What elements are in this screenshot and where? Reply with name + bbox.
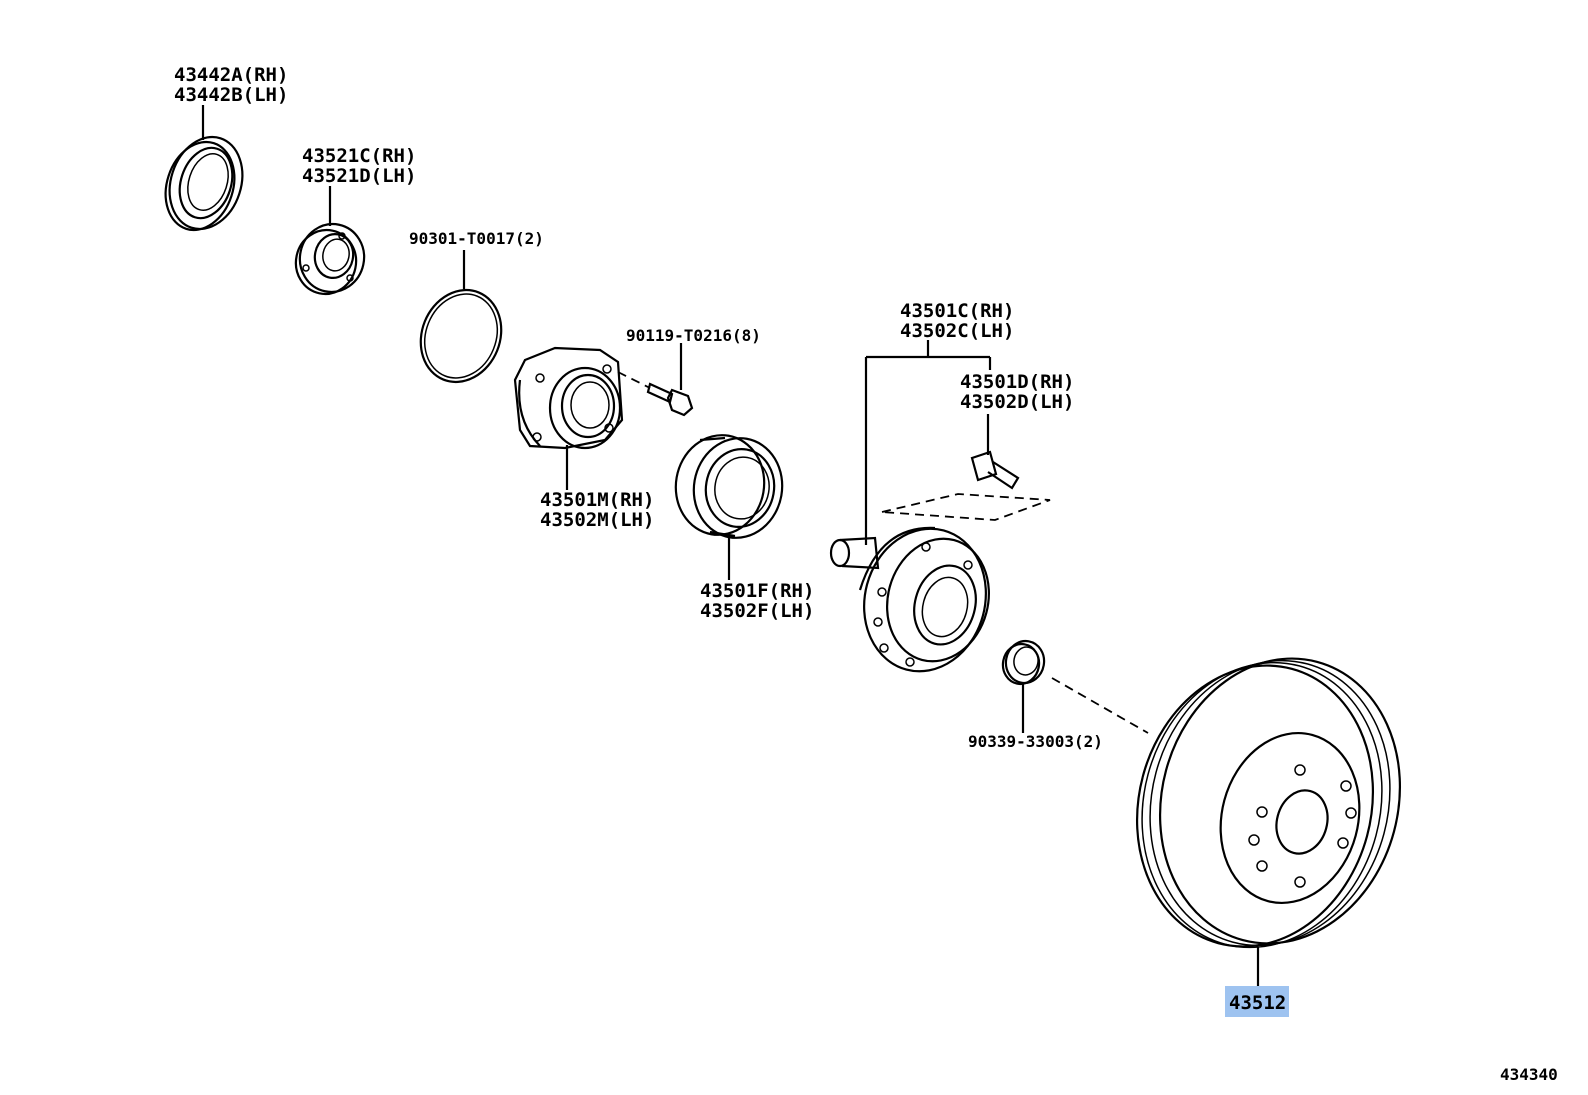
figure-number: 434340 xyxy=(1500,1065,1558,1084)
stud-drawing xyxy=(881,450,1051,521)
nut-label[interactable]: 90339-33003(2) xyxy=(968,732,1103,751)
disc-label-highlight xyxy=(1225,986,1289,1017)
bearing-drawing xyxy=(674,434,784,539)
disc-drawing xyxy=(1135,657,1402,949)
hub-label-rh[interactable]: 43501C(RH) xyxy=(900,300,1014,322)
bearing-label-lh[interactable]: 43502F(LH) xyxy=(700,600,814,622)
oring-drawing xyxy=(419,288,503,384)
seal-drawing xyxy=(164,135,244,232)
bearing-housing-label-lh[interactable]: 43502M(LH) xyxy=(540,509,654,531)
cup-drawing xyxy=(294,222,366,296)
disc-label[interactable]: 43512 xyxy=(1229,992,1286,1014)
stud-label-lh[interactable]: 43502D(LH) xyxy=(960,391,1074,413)
hub-drawing xyxy=(829,526,990,673)
cup-label-lh[interactable]: 43521D(LH) xyxy=(302,165,416,187)
bearing-housing-drawing xyxy=(513,346,624,450)
seal-label-rh[interactable]: 43442A(RH) xyxy=(174,64,288,86)
hub-label-lh[interactable]: 43502C(LH) xyxy=(900,320,1014,342)
nut-drawing xyxy=(1001,639,1149,734)
seal-label-lh[interactable]: 43442B(LH) xyxy=(174,84,288,106)
bearing-housing-label-rh[interactable]: 43501M(RH) xyxy=(540,489,654,511)
bearing-label-rh[interactable]: 43501F(RH) xyxy=(700,580,814,602)
cup-label-rh[interactable]: 43521C(RH) xyxy=(302,145,416,167)
oring-label[interactable]: 90301-T0017(2) xyxy=(409,229,544,248)
bolt-drawing xyxy=(617,371,694,417)
stud-label-rh[interactable]: 43501D(RH) xyxy=(960,371,1074,393)
bolt-label[interactable]: 90119-T0216(8) xyxy=(626,326,761,345)
